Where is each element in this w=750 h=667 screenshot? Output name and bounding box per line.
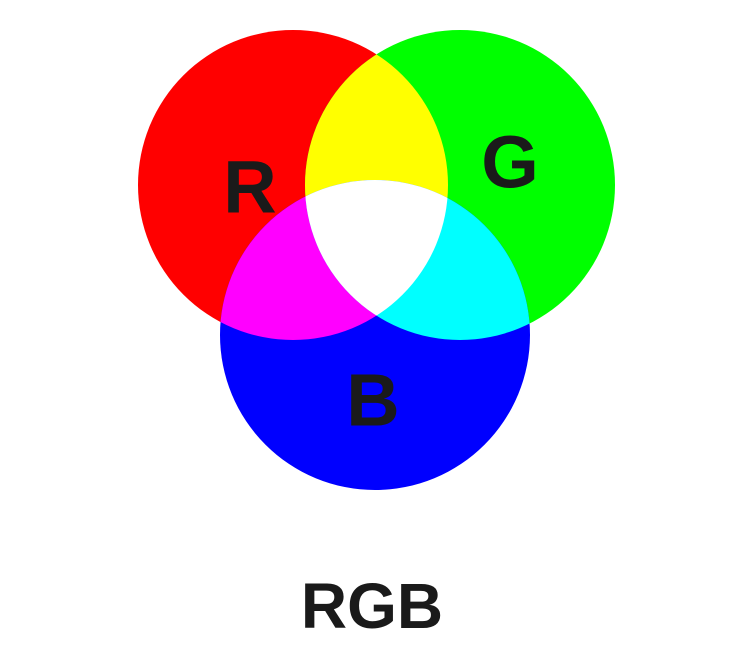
green-label: G xyxy=(481,121,539,204)
blue-label: B xyxy=(346,359,399,442)
red-label: R xyxy=(223,146,276,229)
caption: RGB xyxy=(301,570,443,642)
